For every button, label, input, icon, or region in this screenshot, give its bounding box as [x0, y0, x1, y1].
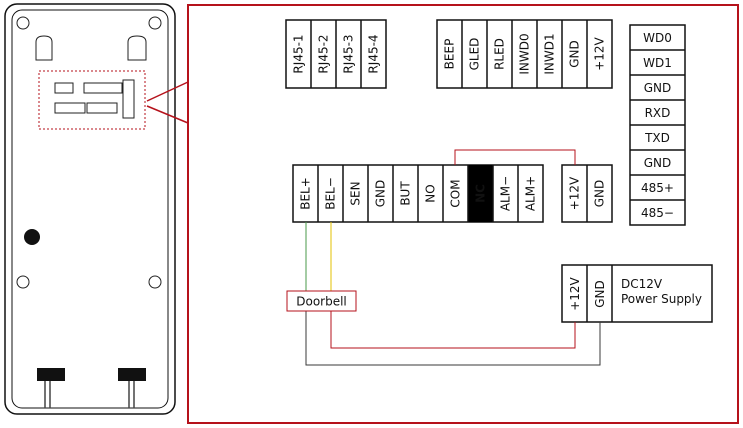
screw-hole-top-left	[16, 16, 30, 30]
lock-terminal-sen: SEN	[349, 181, 363, 205]
mount-clip-left	[35, 35, 53, 61]
rj45-terminal-rj45minus1: RJ45-1	[292, 34, 306, 73]
wire-com-to-12v	[454, 149, 576, 165]
signal-terminal-beep: BEEP	[443, 39, 457, 70]
wire-doorbell-to-supply-12v	[330, 311, 576, 349]
lock-terminal-no: NO	[424, 184, 438, 202]
lock-terminal-com: COM	[449, 179, 463, 207]
supply-terminal-gnd: GND	[593, 280, 607, 308]
rj45-terminal-rj45minus2: RJ45-2	[317, 34, 331, 73]
wiegand-terminal-gnd-5: GND	[644, 156, 672, 170]
detail-frame	[187, 4, 739, 424]
device-outer-shell	[4, 3, 176, 415]
signal-terminal-block: BEEP GLED RLED INWD0 INWD1 GND +12V	[436, 19, 613, 89]
signal-terminal-inwd1: INWD1	[543, 33, 557, 74]
rj45-terminal-rj45minus3: RJ45-3	[342, 34, 356, 73]
wiegand-terminal-485plus-6: 485+	[641, 181, 674, 195]
wiegand-terminal-485minus-7: 485−	[641, 206, 674, 220]
lock-terminal-but: BUT	[399, 181, 413, 206]
lock-nc-highlight	[468, 165, 493, 222]
connector-highlight-box	[38, 70, 146, 130]
supply-terminal-12v: +12V	[568, 276, 582, 310]
screw-hole-bottom-left	[16, 275, 30, 289]
signal-terminal-inwd0: INWD0	[518, 33, 532, 74]
power-out-terminal-plus12v: +12V	[568, 176, 582, 210]
power-supply: +12V GND DC12V Power Supply	[561, 264, 713, 323]
callout-pointer	[146, 81, 189, 124]
mount-clip-right	[127, 35, 147, 61]
wiring	[305, 149, 601, 366]
supply-label-line1: DC12V	[621, 277, 663, 291]
foot-left	[37, 368, 65, 381]
signal-terminal-plus12v: +12V	[593, 36, 607, 70]
lock-terminal-nc: NC	[474, 184, 488, 203]
signal-terminal-gnd: GND	[568, 40, 582, 68]
wiegand-terminal-gnd-2: GND	[644, 81, 672, 95]
device-inner-shell	[11, 9, 169, 409]
lock-terminal-gnd: GND	[374, 180, 388, 208]
signal-outline	[436, 19, 613, 89]
wire-doorbell-to-supply-gnd	[305, 311, 601, 366]
tamper-switch	[24, 229, 40, 245]
lock-terminal-belminus: BEL−	[324, 177, 338, 210]
lock-terminal-almminus: ALM−	[499, 176, 513, 211]
power-output-terminal-block: +12V GND	[561, 164, 613, 223]
supply-label-line2: Power Supply	[621, 292, 702, 306]
lock-terminal-almplus: ALM+	[524, 176, 538, 211]
wiegand-terminal-wd1-1: WD1	[643, 56, 672, 70]
rj45-terminal-rj45minus4: RJ45-4	[367, 34, 381, 73]
lock-terminal-belplus: BEL+	[299, 177, 313, 210]
foot-right	[118, 368, 146, 381]
wiegand-terminal-txd-4: TXD	[644, 131, 670, 145]
wiegand-terminal-rxd-3: RXD	[645, 106, 671, 120]
lock-terminal-block: BEL+ BEL− SEN GND BUT NO COM NC ALM− ALM+	[292, 164, 544, 223]
connector-area	[38, 70, 146, 130]
doorbell-box	[286, 290, 357, 312]
power-out-terminal-gnd: GND	[593, 180, 607, 208]
screw-hole-bottom-right	[148, 275, 162, 289]
screw-hole-top-right	[148, 16, 162, 30]
wiegand-terminal-wd0-0: WD0	[643, 31, 672, 45]
signal-terminal-gled: GLED	[468, 38, 482, 71]
device-back-panel	[4, 3, 176, 415]
rj45-terminal-block: RJ45-1 RJ45-2 RJ45-3 RJ45-4	[285, 19, 387, 89]
signal-terminal-rled: RLED	[493, 38, 507, 70]
doorbell-label: Doorbell	[296, 295, 347, 309]
doorbell: Doorbell	[286, 290, 357, 312]
